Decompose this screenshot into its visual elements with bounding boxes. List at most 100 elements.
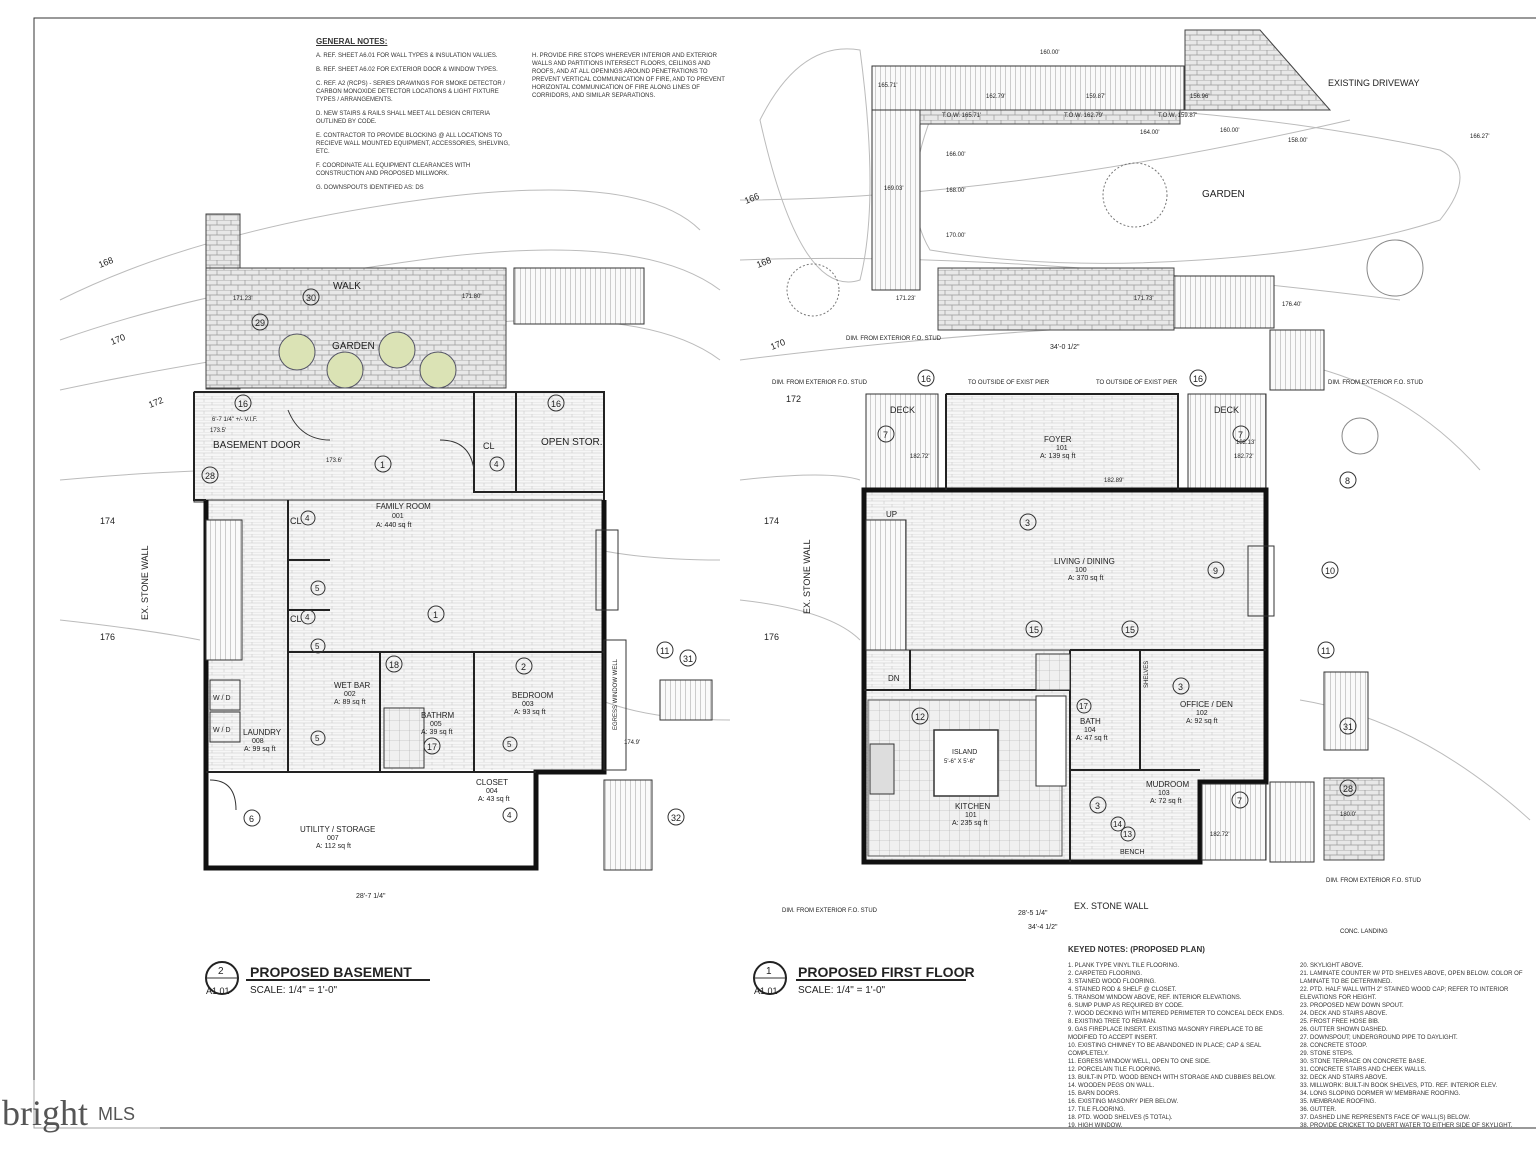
svg-text:5: 5 bbox=[315, 642, 320, 651]
svg-text:T.O.W. 159.87': T.O.W. 159.87' bbox=[1158, 113, 1197, 119]
svg-text:34'-0 1/2": 34'-0 1/2" bbox=[1050, 344, 1080, 351]
keyed-note-item: 26. GUTTER SHOWN DASHED. bbox=[1300, 1027, 1388, 1033]
label-bedroom: BEDROOM bbox=[512, 691, 554, 700]
svg-text:174: 174 bbox=[764, 516, 779, 526]
label-open-stor: OPEN STOR. bbox=[541, 437, 603, 448]
svg-text:4: 4 bbox=[494, 460, 499, 469]
keyed-note-item: 28. CONCRETE STOOP. bbox=[1300, 1043, 1368, 1049]
svg-text:102: 102 bbox=[1196, 710, 1208, 717]
svg-text:182.89': 182.89' bbox=[1104, 478, 1124, 484]
svg-text:W / D: W / D bbox=[213, 695, 231, 702]
keyed-note-item: 31. CONCRETE STAIRS AND CHEEK WALLS. bbox=[1300, 1067, 1427, 1073]
keyed-note-item: MODIFIED TO ACCEPT INSERT. bbox=[1068, 1035, 1158, 1041]
svg-text:A: 89 sq ft: A: 89 sq ft bbox=[334, 699, 366, 706]
svg-text:TO OUTSIDE OF EXIST PIER: TO OUTSIDE OF EXIST PIER bbox=[1096, 380, 1178, 386]
first-floor-scale: SCALE: 1/4" = 1'-0" bbox=[798, 985, 886, 996]
svg-text:11: 11 bbox=[660, 646, 669, 656]
keyed-note-item: 33. MILLWORK: BUILT-IN BOOK SHELVES, PTD… bbox=[1300, 1083, 1498, 1089]
svg-text:DIM. FROM EXTERIOR F.O. STUD: DIM. FROM EXTERIOR F.O. STUD bbox=[1326, 878, 1422, 884]
svg-text:9: 9 bbox=[1213, 566, 1218, 576]
svg-text:171.23': 171.23' bbox=[233, 296, 253, 302]
basement-title-block: 2 A1.01 PROPOSED BASEMENT SCALE: 1/4" = … bbox=[206, 964, 412, 996]
keyed-note-item: 6. SUMP PUMP AS REQUIRED BY CODE. bbox=[1068, 1003, 1184, 1009]
keyed-notes-col1: 1. PLANK TYPE VINYL TILE FLOORING.2. CAR… bbox=[1068, 962, 1300, 1130]
svg-text:A: 72 sq ft: A: 72 sq ft bbox=[1150, 798, 1182, 805]
svg-text:171.23': 171.23' bbox=[896, 296, 916, 302]
keyed-note-item: 13. BUILT-IN PTD. WOOD BENCH WITH STORAG… bbox=[1068, 1075, 1276, 1081]
keyed-note-item: 21. LAMINATE COUNTER W/ PTD SHELVES ABOV… bbox=[1300, 971, 1523, 977]
label-wet-bar: WET BAR bbox=[334, 681, 371, 690]
svg-text:4: 4 bbox=[507, 811, 512, 820]
svg-text:32: 32 bbox=[671, 813, 681, 823]
keyed-note-item: 35. MEMBRANE ROOFING. bbox=[1300, 1099, 1377, 1105]
svg-text:007: 007 bbox=[327, 835, 339, 842]
label-bath: BATH bbox=[1080, 717, 1101, 726]
svg-text:176: 176 bbox=[764, 632, 779, 642]
keyed-note-item: 14. WOODEN PEGS ON WALL. bbox=[1068, 1083, 1155, 1089]
keyed-note-item: 7. WOOD DECKING WITH MITERED PERIMETER T… bbox=[1068, 1011, 1284, 1017]
svg-text:A: 92 sq ft: A: 92 sq ft bbox=[1186, 718, 1218, 725]
svg-text:DIM. FROM EXTERIOR F.O. STUD: DIM. FROM EXTERIOR F.O. STUD bbox=[782, 908, 878, 914]
svg-text:CL: CL bbox=[290, 516, 302, 526]
svg-text:A: 99 sq ft: A: 99 sq ft bbox=[244, 746, 276, 753]
label-closet: CLOSET bbox=[476, 778, 508, 787]
keyed-note-item: 10. EXISTING CHIMNEY TO BE ABANDONED IN … bbox=[1068, 1043, 1262, 1049]
svg-text:A1.01: A1.01 bbox=[206, 986, 230, 996]
keyed-notes-col2: 20. SKYLIGHT ABOVE.21. LAMINATE COUNTER … bbox=[1300, 962, 1523, 1130]
svg-text:DIM. FROM EXTERIOR F.O. STUD: DIM. FROM EXTERIOR F.O. STUD bbox=[846, 336, 942, 342]
svg-text:182.72': 182.72' bbox=[910, 454, 930, 460]
svg-text:165.71': 165.71' bbox=[878, 83, 898, 89]
svg-text:31: 31 bbox=[1343, 722, 1353, 732]
keyed-note-item: 9. GAS FIREPLACE INSERT. EXISTING MASONR… bbox=[1068, 1027, 1263, 1033]
svg-text:A: 39 sq ft: A: 39 sq ft bbox=[421, 729, 453, 736]
keyed-note-item: 25. FROST FREE HOSE BIB. bbox=[1300, 1019, 1380, 1025]
keyed-note-item: 27. DOWNSPOUT; UNDERGROUND PIPE TO DAYLI… bbox=[1300, 1035, 1458, 1041]
svg-text:173.5': 173.5' bbox=[210, 428, 226, 434]
svg-text:28: 28 bbox=[205, 471, 215, 481]
keyed-note-item: 22. PTD. HALF WALL WITH 2" STAINED WOOD … bbox=[1300, 987, 1509, 993]
svg-text:100: 100 bbox=[1075, 567, 1087, 574]
svg-text:UP: UP bbox=[886, 510, 897, 519]
svg-text:172: 172 bbox=[147, 395, 165, 410]
svg-text:2: 2 bbox=[521, 662, 526, 672]
label-laundry: LAUNDRY bbox=[243, 728, 282, 737]
svg-text:001: 001 bbox=[392, 513, 404, 520]
svg-text:30: 30 bbox=[306, 293, 316, 303]
svg-text:3: 3 bbox=[1095, 801, 1100, 811]
label-foyer: FOYER bbox=[1044, 435, 1072, 444]
svg-text:162.79': 162.79' bbox=[986, 94, 1006, 100]
keyed-note-item: 17. TILE FLOORING. bbox=[1068, 1107, 1126, 1113]
label-stone-wall: EX. STONE WALL bbox=[140, 545, 150, 620]
keyed-note-item: 29. STONE STEPS. bbox=[1300, 1051, 1354, 1057]
basement-key-markers: 30 29 28 16 16 1 1 2 18 17 6 11 31 32 4 … bbox=[201, 288, 697, 827]
svg-text:17: 17 bbox=[1079, 702, 1088, 711]
svg-text:166.27': 166.27' bbox=[1470, 134, 1490, 140]
first-floor-plan: 16 16 7 7 3 9 10 8 15 15 3 3 12 14 13 17… bbox=[739, 29, 1531, 995]
svg-text:6'-7 1/4" +/- V.I.F.: 6'-7 1/4" +/- V.I.F. bbox=[212, 417, 258, 423]
svg-text:156.96': 156.96' bbox=[1190, 94, 1210, 100]
svg-text:28'-7 1/4": 28'-7 1/4" bbox=[356, 893, 386, 900]
svg-text:168.00': 168.00' bbox=[946, 188, 966, 194]
label-walk: WALK bbox=[333, 281, 361, 292]
svg-text:A: 93 sq ft: A: 93 sq ft bbox=[514, 709, 546, 716]
svg-text:173.6': 173.6' bbox=[326, 458, 342, 464]
svg-text:2: 2 bbox=[218, 966, 224, 977]
label-garden: GARDEN bbox=[332, 341, 375, 352]
svg-text:004: 004 bbox=[486, 788, 498, 795]
first-floor-labels: EXISTING DRIVEWAY GARDEN DECK DECK FOYER… bbox=[743, 50, 1489, 935]
svg-text:008: 008 bbox=[252, 738, 264, 745]
watermark: bright MLS bbox=[0, 1080, 160, 1152]
svg-text:182.72': 182.72' bbox=[1234, 454, 1254, 460]
svg-text:CL: CL bbox=[483, 441, 495, 451]
svg-text:164.00': 164.00' bbox=[1140, 130, 1160, 136]
keyed-note-item: 8. EXISTING TREE TO REMIAN. bbox=[1068, 1019, 1157, 1025]
label-bathrm: BATHRM bbox=[421, 711, 455, 720]
keyed-note-item: 24. DECK AND STAIRS ABOVE. bbox=[1300, 1011, 1388, 1017]
basement-scale: SCALE: 1/4" = 1'-0" bbox=[250, 985, 338, 996]
label-office: OFFICE / DEN bbox=[1180, 700, 1233, 709]
svg-text:18: 18 bbox=[389, 660, 399, 670]
svg-text:174.9': 174.9' bbox=[624, 740, 640, 746]
svg-text:101: 101 bbox=[1056, 445, 1068, 452]
svg-text:16: 16 bbox=[1193, 374, 1203, 384]
